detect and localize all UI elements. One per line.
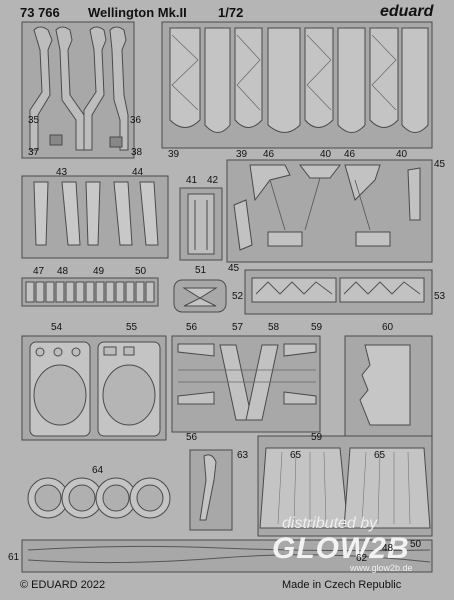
part-number: 48 [382, 543, 394, 554]
brand-logo: eduard [380, 3, 434, 20]
part-35-38-frame [21, 21, 135, 159]
watermark-line2: www.glow2b.de [350, 563, 413, 573]
part-41-42 [179, 187, 223, 261]
part-number: 51 [195, 265, 207, 276]
part-number: 62 [356, 553, 368, 564]
part-number: 56 [186, 432, 198, 443]
part-64-discs [27, 477, 171, 519]
part-number: 35 [28, 115, 40, 126]
part-number: 43 [56, 167, 68, 178]
part-number: 60 [382, 322, 394, 333]
part-65 [257, 435, 433, 537]
part-number: 50 [410, 539, 422, 550]
product-name: Wellington Mk.II [88, 5, 187, 20]
part-number: 37 [28, 147, 40, 158]
part-number: 48 [57, 266, 69, 277]
part-number: 42 [207, 175, 219, 186]
part-number: 45 [434, 159, 446, 170]
part-number: 40 [320, 149, 332, 160]
part-39-40-frames [161, 21, 433, 149]
part-number: 44 [132, 167, 144, 178]
part-number: 65 [290, 450, 302, 461]
part-number: 63 [237, 450, 249, 461]
watermark-line1: distributed by [282, 515, 378, 532]
part-61-62-strips [21, 539, 433, 573]
origin: Made in Czech Republic [282, 579, 402, 591]
part-number: 38 [131, 147, 143, 158]
part-number: 39 [236, 149, 248, 160]
part-number: 58 [268, 322, 280, 333]
part-number: 41 [186, 175, 198, 186]
part-60 [344, 335, 433, 441]
part-number: 36 [130, 115, 142, 126]
part-number: 40 [396, 149, 408, 160]
part-54-55-panels [21, 335, 167, 441]
product-code: 73 766 [20, 5, 60, 20]
part-47-50-strip [21, 277, 159, 307]
part-number: 50 [135, 266, 147, 277]
part-number: 64 [92, 465, 104, 476]
part-number: 52 [232, 291, 244, 302]
part-number: 46 [344, 149, 356, 160]
part-number: 55 [126, 322, 138, 333]
part-number: 46 [263, 149, 275, 160]
part-43-44-belts [21, 175, 169, 259]
copyright: © EDUARD 2022 [20, 579, 106, 591]
part-number: 39 [168, 149, 180, 160]
part-number: 57 [232, 322, 244, 333]
part-number: 53 [434, 291, 446, 302]
part-51 [173, 279, 227, 313]
part-56-59 [171, 335, 321, 433]
part-number: 54 [51, 322, 63, 333]
scale: 1/72 [218, 5, 244, 20]
part-63 [189, 449, 233, 531]
part-number: 45 [228, 263, 240, 274]
part-number: 49 [93, 266, 105, 277]
part-52-53 [244, 269, 433, 315]
part-number: 56 [186, 322, 198, 333]
part-number: 59 [311, 432, 323, 443]
part-number: 65 [374, 450, 386, 461]
part-45-46 [226, 159, 433, 263]
part-number: 47 [33, 266, 45, 277]
part-number: 59 [311, 322, 323, 333]
part-number: 61 [8, 552, 20, 563]
watermark-logo: GLOW2B [272, 532, 410, 565]
